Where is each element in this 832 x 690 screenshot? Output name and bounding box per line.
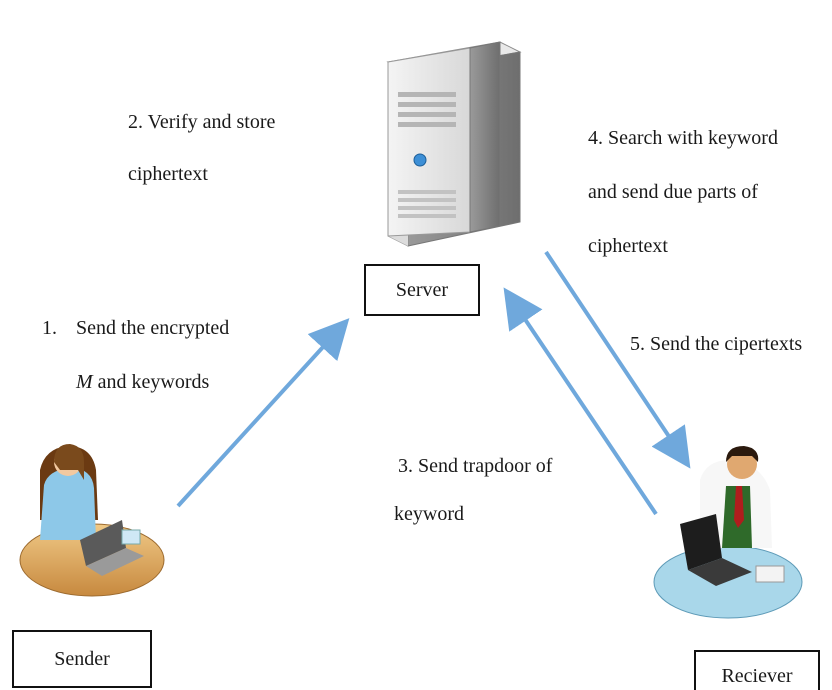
arrow-receiver-to-server xyxy=(503,287,658,516)
step3-line2: keyword xyxy=(394,503,464,525)
step1-line2: M and keywords xyxy=(76,372,209,392)
server-label: Server xyxy=(395,278,449,301)
receiver-label: Reciever xyxy=(721,664,793,687)
server-icon xyxy=(386,41,522,247)
step2-line1: 2. Verify and store xyxy=(128,111,276,133)
arrow-sender-to-server xyxy=(176,318,350,508)
sender-label-box: Sender xyxy=(12,630,152,688)
receiver-label-box: Reciever xyxy=(694,650,820,690)
sender-person-icon xyxy=(19,444,165,597)
step5-line1: 5. Send the cipertexts xyxy=(630,333,803,355)
step4-line1: 4. Search with keyword xyxy=(588,127,778,149)
step1-line2-rest: and keywords xyxy=(92,371,210,393)
step3-line1: 3. Send trapdoor of xyxy=(398,455,553,477)
step1-message-symbol: M xyxy=(76,371,93,393)
receiver-person-icon xyxy=(653,446,803,619)
step4-line2: and send due parts of xyxy=(588,181,758,203)
server-label-box: Server xyxy=(364,264,480,316)
arrow-server-to-receiver xyxy=(544,250,691,469)
step1-line1: Send the encrypted xyxy=(76,317,230,339)
sender-label: Sender xyxy=(54,647,110,670)
step1-number: 1. xyxy=(42,317,57,339)
step2-line2: ciphertext xyxy=(128,163,208,185)
step4-line3: ciphertext xyxy=(588,235,668,257)
